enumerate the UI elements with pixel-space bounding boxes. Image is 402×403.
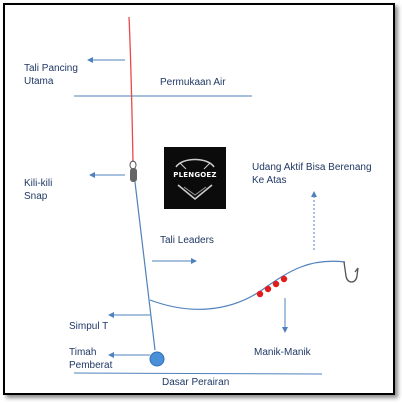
main-fishing-line [128, 16, 134, 163]
label-sinker: Timah Pemberat [69, 347, 113, 371]
label-beads: Manik-Manik [254, 347, 311, 358]
leader-to-sinker-line [134, 181, 156, 351]
label-water-surface: Permukaan Air [160, 77, 226, 88]
bead-1 [256, 290, 264, 298]
hook [343, 261, 359, 283]
sinker [149, 351, 165, 367]
logo-emblem-icon [175, 158, 215, 201]
label-knot-t: Simpul T [69, 321, 109, 332]
label-leader-line: Tali Leaders [160, 235, 214, 246]
bead-2 [264, 285, 272, 293]
label-main-line: Tali Pancing Utama [24, 63, 78, 87]
label-live-shrimp: Udang Aktif Bisa Berenang Ke Atas [252, 162, 372, 186]
label-bottom: Dasar Perairan [162, 377, 230, 388]
label-swivel-snap: Kili-kili Snap [24, 178, 53, 202]
hook-barb [354, 267, 359, 273]
swivel-ring [129, 160, 137, 170]
swivel-body [130, 168, 137, 182]
leader-line [149, 260, 346, 310]
bottom-line [73, 372, 323, 375]
bead-4 [280, 275, 288, 283]
bead-3 [272, 280, 280, 288]
logo-text: PLENGOEZ [173, 171, 217, 179]
plengoez-logo: PLENGOEZ [164, 147, 226, 209]
